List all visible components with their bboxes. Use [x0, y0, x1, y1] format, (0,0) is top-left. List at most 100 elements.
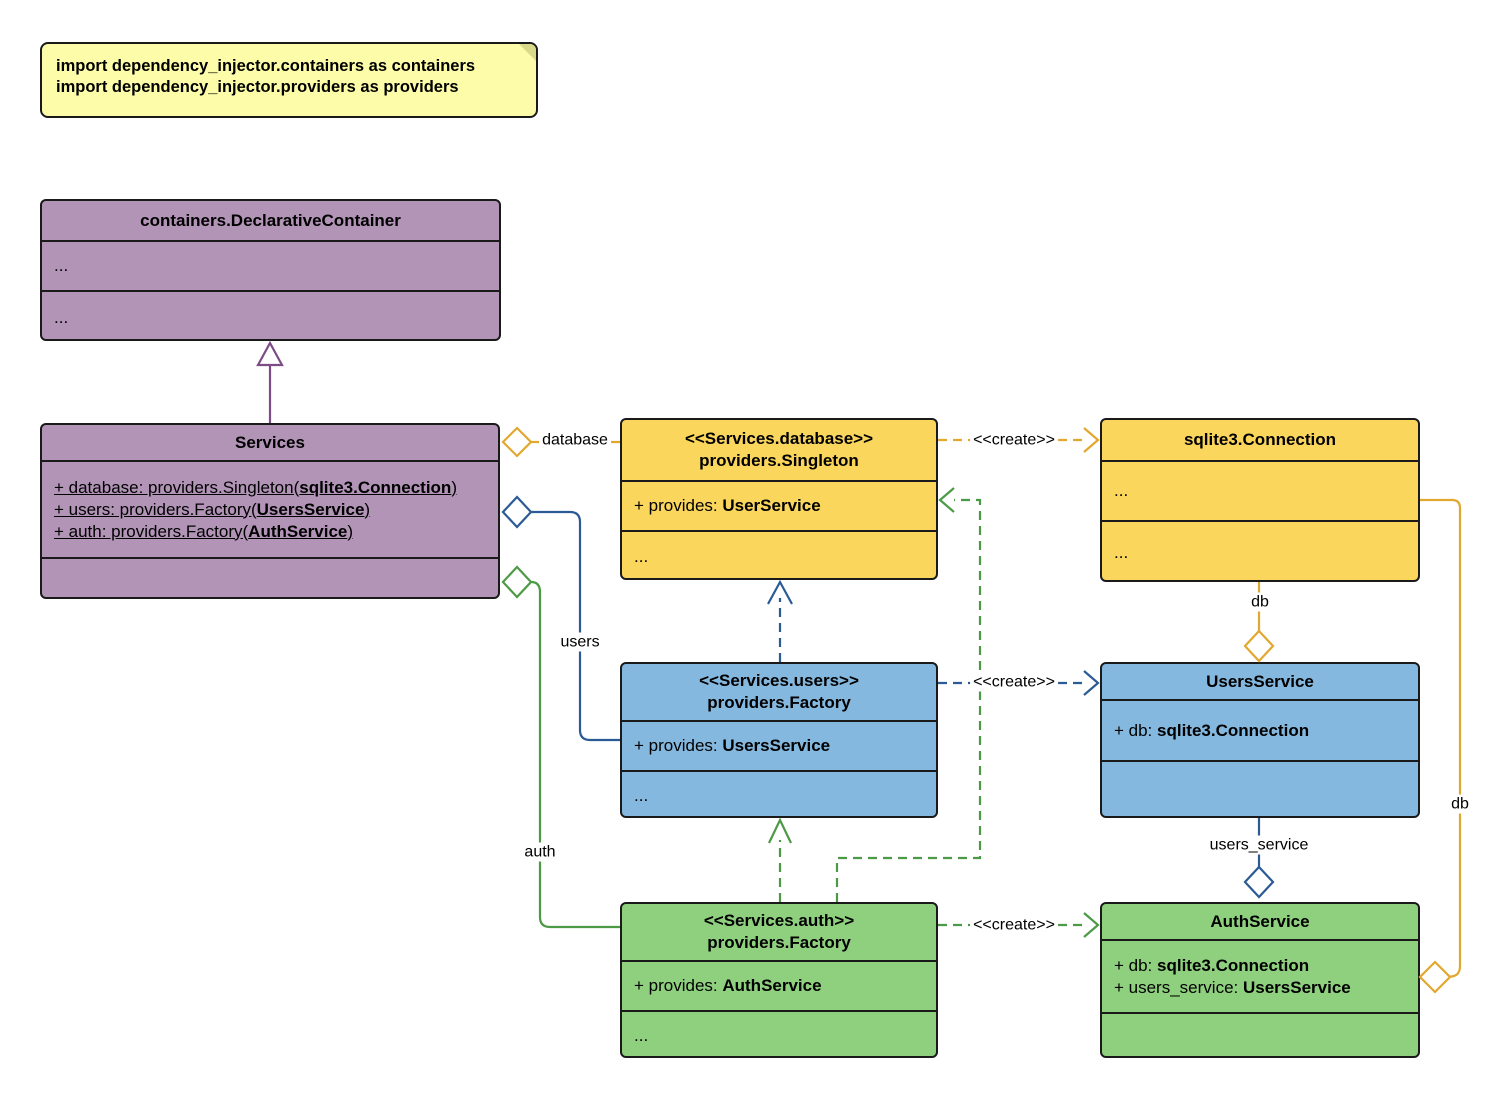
- attribute-users: + users: providers.Factory(UsersService): [54, 499, 486, 521]
- aggregation-diamond-icon: [1243, 865, 1275, 899]
- class-section-ellipsis: ...: [622, 1010, 936, 1056]
- inheritance-triangle-icon: [256, 340, 284, 367]
- attribute-text: ): [347, 521, 354, 541]
- edge-label-auth: auth: [521, 842, 559, 862]
- class-header: <<Services.users>> providers.Factory: [622, 664, 936, 720]
- edge-label-create-users: <<create>>: [970, 672, 1058, 692]
- class-section-ellipsis: ...: [1102, 460, 1418, 520]
- class-section-ellipsis: ...: [622, 530, 936, 578]
- attribute-type: UsersService: [722, 736, 831, 755]
- attribute-users-service: + users_service: UsersService: [1114, 977, 1406, 999]
- attribute-provides: + provides: AuthService: [634, 975, 924, 997]
- class-attributes: + provides: AuthService: [622, 960, 936, 1010]
- class-attributes: + db: sqlite3.Connection: [1102, 699, 1418, 760]
- open-arrowhead-icon: [1083, 912, 1100, 938]
- edge-label-db-top: db: [1248, 592, 1272, 612]
- attribute-text: + users_service:: [1114, 977, 1243, 997]
- class-attributes: + provides: UsersService: [622, 720, 936, 770]
- class-declarative-container: containers.DeclarativeContainer ... ...: [40, 199, 501, 341]
- attribute-text: ): [451, 477, 457, 497]
- class-section-ellipsis: ...: [622, 770, 936, 816]
- attribute-type: sqlite3.Connection: [1157, 955, 1310, 975]
- class-title: AuthService: [1210, 911, 1310, 931]
- class-database-provider: <<Services.database>> providers.Singleto…: [620, 418, 938, 580]
- class-users-service: UsersService + db: sqlite3.Connection: [1100, 662, 1420, 818]
- attribute-text: + auth: providers.Factory(: [54, 521, 249, 541]
- open-arrowhead-icon: [767, 579, 793, 605]
- attribute-type: sqlite3.Connection: [1157, 720, 1310, 740]
- edge-label-users-service: users_service: [1206, 835, 1312, 855]
- attribute-type: AuthService: [248, 521, 348, 541]
- edge-create-auth-to-users: [768, 817, 792, 902]
- aggregation-diamond-icon: [1418, 960, 1452, 994]
- open-arrowhead-icon: [768, 817, 792, 844]
- open-arrowhead-icon: [1083, 670, 1100, 696]
- aggregation-diamond-icon: [501, 495, 533, 529]
- edge-aggregation-auth: [501, 565, 620, 929]
- class-title: providers.Factory: [707, 693, 851, 712]
- class-section-ellipsis: ...: [1102, 520, 1418, 580]
- class-attributes: + database: providers.Singleton(sqlite3.…: [42, 460, 498, 557]
- edge-aggregation-db-right: [1418, 498, 1462, 994]
- edge-label-db-right: db: [1448, 794, 1472, 814]
- attribute-provides: + provides: UsersService: [634, 735, 924, 757]
- class-title: sqlite3.Connection: [1183, 430, 1337, 449]
- class-stereotype: <<Services.users>>: [699, 671, 859, 690]
- attribute-type: UserService: [722, 496, 821, 515]
- attribute-db: + db: sqlite3.Connection: [1114, 955, 1406, 977]
- class-header: <<Services.auth>> providers.Factory: [622, 904, 936, 960]
- aggregation-diamond-icon: [1243, 629, 1275, 663]
- class-stereotype: <<Services.auth>>: [703, 911, 855, 930]
- attribute-text: + db:: [1114, 720, 1158, 740]
- attribute-text: + db:: [1114, 955, 1158, 975]
- class-section-empty: [42, 557, 498, 597]
- class-auth-provider: <<Services.auth>> providers.Factory + pr…: [620, 902, 938, 1058]
- class-title: providers.Factory: [707, 933, 851, 952]
- note-fold-icon: [519, 44, 536, 61]
- class-attributes: + provides: UserService: [622, 480, 936, 530]
- aggregation-diamond-icon: [501, 565, 533, 599]
- open-arrowhead-icon: [1083, 427, 1100, 453]
- class-section-empty: [1102, 760, 1418, 816]
- attribute-provides: + provides: UserService: [634, 495, 924, 517]
- class-users-provider: <<Services.users>> providers.Factory + p…: [620, 662, 938, 818]
- edge-inheritance-services: [256, 340, 284, 423]
- attribute-text: + provides:: [634, 736, 723, 755]
- edge-create-users-to-singleton: [767, 579, 793, 662]
- open-arrowhead-icon: [938, 487, 955, 513]
- attribute-auth: + auth: providers.Factory(AuthService): [54, 521, 486, 543]
- attribute-text: + provides:: [634, 976, 723, 995]
- class-stereotype: <<Services.database>>: [684, 429, 874, 448]
- class-sqlite-connection: sqlite3.Connection ... ...: [1100, 418, 1420, 582]
- attribute-text: + database: providers.Singleton(: [54, 477, 300, 497]
- class-title: containers.DeclarativeContainer: [140, 210, 401, 230]
- class-attributes: + db: sqlite3.Connection + users_service…: [1102, 939, 1418, 1012]
- note-line: import dependency_injector.containers as…: [56, 57, 476, 75]
- attribute-type: AuthService: [722, 976, 822, 995]
- attribute-type: UsersService: [1242, 977, 1351, 997]
- class-header: <<Services.database>> providers.Singleto…: [622, 420, 936, 480]
- class-section-ellipsis: ...: [42, 240, 499, 290]
- attribute-text: + provides:: [634, 496, 723, 515]
- edge-aggregation-users-service: [1243, 818, 1275, 899]
- attribute-type: sqlite3.Connection: [299, 477, 452, 497]
- edge-label-users: users: [557, 632, 603, 652]
- edge-aggregation-users: [501, 495, 620, 742]
- attribute-text: + users: providers.Factory(: [54, 499, 257, 519]
- class-services: Services + database: providers.Singleton…: [40, 423, 500, 599]
- class-title: providers.Singleton: [699, 451, 859, 470]
- code-note: import dependency_injector.containers as…: [40, 42, 538, 118]
- class-auth-service: AuthService + db: sqlite3.Connection + u…: [1100, 902, 1420, 1058]
- edge-label-create-auth: <<create>>: [970, 915, 1058, 935]
- class-section-empty: [1102, 1012, 1418, 1056]
- attribute-database: + database: providers.Singleton(sqlite3.…: [54, 477, 486, 499]
- edge-label-database: database: [539, 430, 611, 450]
- attribute-type: UsersService: [256, 499, 365, 519]
- class-title: Services: [235, 432, 305, 452]
- aggregation-diamond-icon: [501, 426, 533, 458]
- attribute-db: + db: sqlite3.Connection: [1114, 720, 1406, 742]
- attribute-text: ): [364, 499, 371, 519]
- class-title: UsersService: [1206, 671, 1314, 691]
- class-section-ellipsis: ...: [42, 290, 499, 339]
